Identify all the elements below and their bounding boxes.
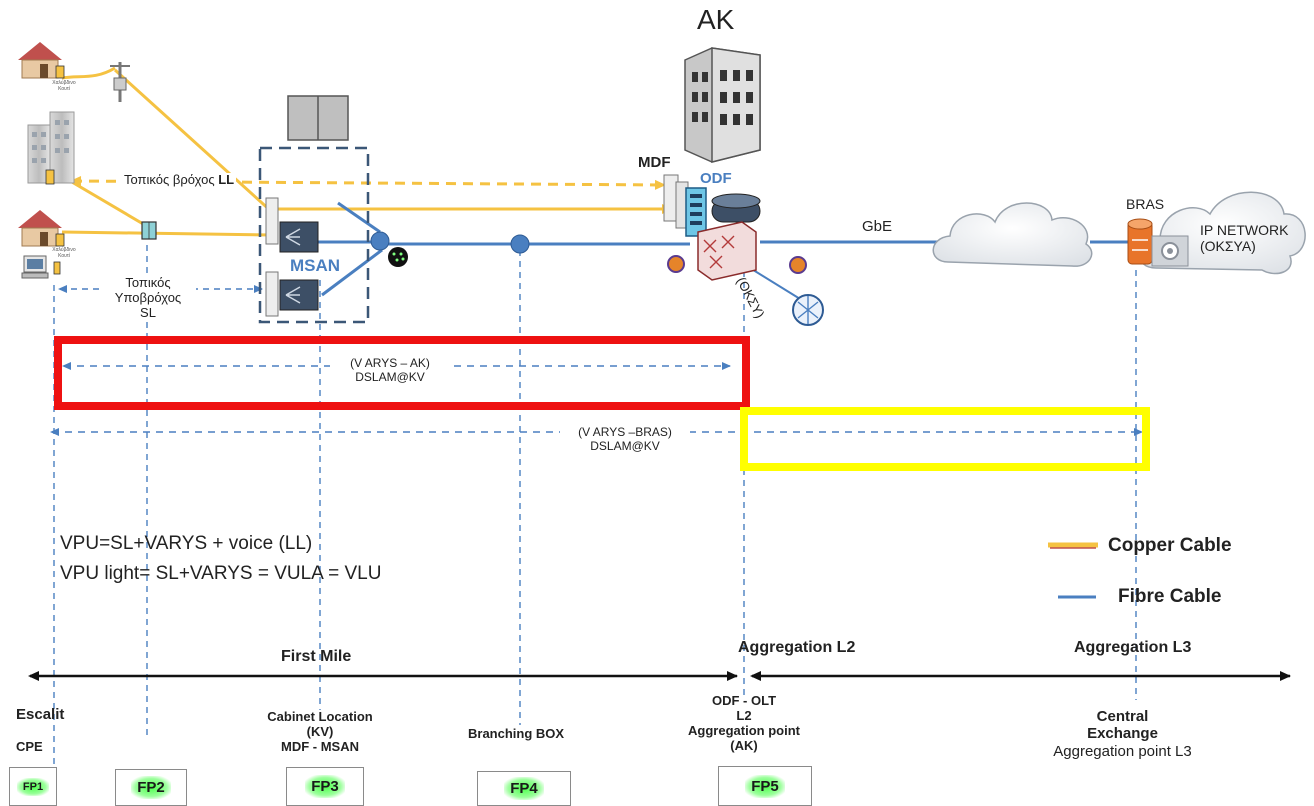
service-node-icon [789, 256, 807, 274]
msan-label: MSAN [290, 256, 341, 275]
cabinet-icon [287, 95, 349, 141]
sub-loop-line3: SL [140, 304, 156, 320]
central-line3: Aggregation point L3 [1053, 742, 1192, 760]
bras-label: BRAS [1126, 196, 1165, 212]
flex-point-fp3: FP3 [286, 767, 364, 806]
fp5-label: FP5 [745, 774, 785, 798]
telephone-pole-icon [110, 62, 130, 102]
odf-line2: L2 [736, 707, 752, 723]
flex-point-fp2: FP2 [115, 769, 187, 806]
flex-point-fp1: FP1 [9, 767, 57, 806]
sub-loop-label: Τοπικός Υποβρόχος SL [100, 275, 196, 321]
central-line2: Exchange [1087, 725, 1158, 743]
cabinet-line1: Cabinet Location [267, 709, 373, 724]
legend-fibre-label: Fibre Cable [1118, 586, 1222, 607]
copper-box-label: Χαλύβδινο Κουτί [52, 80, 76, 92]
fibre-oksy [749, 267, 806, 303]
location-escalit: Escalit [16, 706, 65, 723]
formula-vpu-light: VPU light= SL+VARYS = VULA = VLU [60, 563, 382, 584]
fibre-branch-down [321, 248, 383, 297]
central-line1: Central [1096, 708, 1149, 725]
sub-loop-line1: Τοπικός [125, 275, 171, 290]
fibre-splitter-icon [388, 247, 408, 267]
ip-network-line1: IP NETWORK [1200, 222, 1289, 238]
bras-router-icon [1127, 218, 1153, 265]
highlight-yellow-box [740, 407, 1150, 471]
odf-line3: Aggregation point [688, 722, 800, 738]
segment-aggregation-l2: Aggregation L2 [738, 639, 856, 656]
olt-switch-icon [697, 221, 757, 281]
apartment-building-icon [27, 111, 75, 185]
fp2-label: FP2 [131, 776, 171, 799]
odf-line4: (AK) [730, 737, 758, 753]
branching-point-icon [510, 234, 530, 254]
fp1-label: FP1 [16, 777, 50, 796]
gbe-label: GbE [862, 218, 893, 235]
highlight-red-box [54, 336, 750, 410]
house-icon [18, 42, 65, 79]
legend-copper-label: Copper Cable [1108, 535, 1232, 556]
odf-rack-icon [685, 187, 707, 237]
ip-network-label: IP NETWORK (ΟΚΣΥΑ) [1200, 222, 1288, 254]
local-loop-suffix: LL [218, 172, 235, 187]
cabinet-line3: MDF - MSAN [281, 738, 359, 754]
copper-box-label: Χαλύβδινο Κουτί [52, 247, 76, 259]
location-branching: Branching BOX [468, 726, 565, 741]
fp4-label: FP4 [504, 777, 544, 800]
odf-line1: ODF - OLT [711, 693, 777, 708]
gear-icon [1151, 235, 1189, 267]
local-loop-label: Τοπικός βρόχος LL [122, 172, 237, 188]
central-office-building-icon [684, 47, 761, 163]
splice-point-icon [370, 231, 390, 251]
fp3-label: FP3 [305, 775, 345, 798]
varys-bras-line2: DSLAM@KV [590, 438, 660, 453]
service-node-icon [667, 255, 685, 273]
flex-point-fp4: FP4 [477, 771, 571, 806]
location-central: Central Exchange Aggregation point L3 [1030, 708, 1215, 760]
local-loop-text: Τοπικός βρόχος [124, 172, 215, 187]
varys-bras-label: (V ARYS –BRAS) DSLAM@KV [560, 425, 690, 454]
mdf-label: MDF [638, 154, 671, 171]
street-box-icon [141, 221, 157, 240]
varys-ak-line1: (V ARYS – AK) [350, 356, 430, 370]
copper-house2-msan [61, 230, 273, 237]
fibre-lines [318, 201, 1128, 303]
location-cpe: CPE [16, 739, 43, 754]
gbe-cloud-icon [932, 202, 1093, 267]
location-odf: ODF - OLT L2 Aggregation point (AK) [684, 693, 804, 754]
cabinet-outline [258, 146, 370, 324]
location-cabinet: Cabinet Location (KV) MDF - MSAN [250, 709, 390, 755]
odf-label: ODF [700, 170, 732, 187]
ip-network-line2: (ΟΚΣΥΑ) [1200, 238, 1256, 255]
copper-lines [59, 66, 673, 237]
varys-ak-label: (V ARYS – AK) DSLAM@KV [330, 356, 450, 385]
fibre-branch-up [337, 201, 381, 234]
copper-house1-pole [61, 66, 116, 80]
vertical-reference-lines [53, 245, 1137, 765]
sub-loop-line2: Υποβρόχος [114, 289, 182, 305]
msan-unit-icon [279, 279, 319, 311]
segment-first-mile: First Mile [281, 648, 352, 665]
varys-bras-line1: (V ARYS –BRAS) [578, 425, 672, 439]
computer-icon [21, 255, 61, 279]
varys-ak-line2: DSLAM@KV [355, 369, 425, 384]
formula-vpu: VPU=SL+VARYS + voice (LL) [60, 533, 313, 554]
segment-aggregation-l3: Aggregation L3 [1074, 639, 1192, 656]
cabinet-line2: (KV) [306, 723, 334, 739]
oksy-node-icon [792, 294, 824, 326]
copper-pole-msan [113, 68, 274, 214]
flex-point-fp5: FP5 [718, 766, 812, 806]
mdf-rack-icon [663, 174, 689, 229]
msan-unit-icon [279, 221, 319, 253]
house-icon [18, 210, 65, 247]
page-title: AK [697, 4, 735, 35]
cabinet-mdf-icon [265, 197, 279, 317]
router-icon [711, 193, 761, 223]
